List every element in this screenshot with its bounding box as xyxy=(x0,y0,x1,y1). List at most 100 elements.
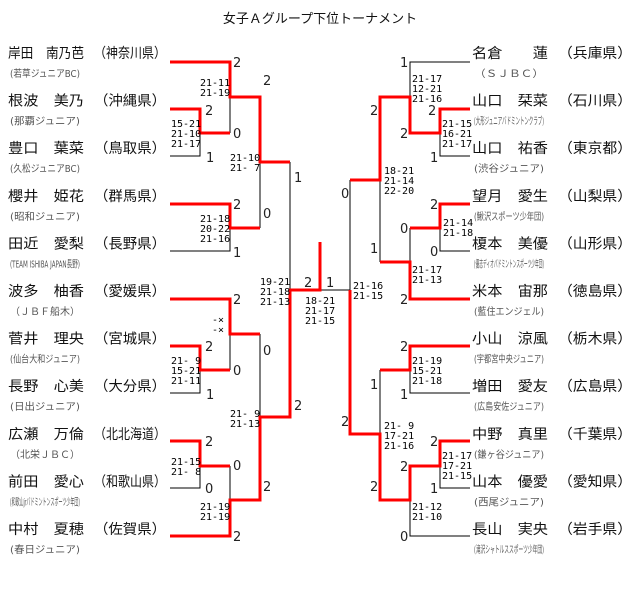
winner-line xyxy=(410,202,470,230)
game-count: 1 xyxy=(206,388,214,403)
player-club: （北栄ＪＢＣ） xyxy=(10,449,80,461)
set-score: 21-16 xyxy=(384,441,414,452)
player-prefecture: （東京都） xyxy=(558,141,632,157)
player-prefecture: （群馬県） xyxy=(94,189,166,205)
game-count: 2 xyxy=(205,435,213,450)
set-score: 21-15 xyxy=(442,471,472,482)
player-prefecture: （北北海道） xyxy=(94,427,166,443)
set-score: 21-19 xyxy=(412,356,442,367)
bracket-line xyxy=(409,370,470,394)
player-name: 豊口 葉菜 xyxy=(8,141,84,157)
set-score: 21-18 xyxy=(260,287,290,298)
bracket-line xyxy=(170,228,231,252)
game-count: 2 xyxy=(400,127,408,142)
set-score: 21- 7 xyxy=(230,163,260,174)
game-count: 0 xyxy=(400,222,408,237)
set-score: 12-21 xyxy=(412,84,442,95)
player-club: (大形ジュニアバドミントンクラブ) xyxy=(474,115,544,128)
game-count: 0 xyxy=(263,207,271,222)
player-prefecture: （鳥取県） xyxy=(94,141,166,157)
game-count: 1 xyxy=(430,151,438,166)
player-name: 中村 夏穂 xyxy=(8,522,84,538)
player-club: (若草ジュニアBC) xyxy=(10,67,80,80)
player-club: (鎌ヶ谷ジュニア) xyxy=(474,448,544,461)
game-count: 1 xyxy=(233,246,241,261)
player-club: (久松ジュニアBC) xyxy=(10,162,80,175)
game-count: 2 xyxy=(400,460,408,475)
game-count: 2 xyxy=(233,56,241,71)
game-count: 2 xyxy=(233,293,241,308)
player-name: 根波 美乃 xyxy=(8,94,84,110)
winner-line xyxy=(348,290,470,502)
player-name: 山口 祐香 xyxy=(472,141,548,157)
player-name: 広瀬 万倫 xyxy=(8,427,84,443)
game-count: 0 xyxy=(205,482,213,497)
player-club: (広島安佐ジュニア) xyxy=(474,400,544,413)
winner-line xyxy=(350,95,470,182)
player-name: 山口 栞菜 xyxy=(472,94,548,110)
player-club: (渋谷ジュニア) xyxy=(474,162,544,175)
player-club: （ＳＪＢＣ） xyxy=(474,68,544,80)
set-score: 21-15 xyxy=(353,291,383,302)
game-count: 0 xyxy=(341,187,349,202)
player-prefecture: （宮城県） xyxy=(94,332,166,348)
winner-line xyxy=(170,242,322,538)
winner-line xyxy=(380,344,470,372)
set-score: 21-10 xyxy=(412,512,442,523)
player-name: 前田 愛心 xyxy=(8,473,84,490)
player-club: (春日ジュニア) xyxy=(10,544,80,556)
player-club: (藍住エンジェル) xyxy=(474,305,544,318)
set-score: 21-17 xyxy=(412,74,442,85)
set-score: 15-21 xyxy=(412,366,442,377)
player-club: (日出ジュニア) xyxy=(10,400,80,413)
set-score: 21-10 xyxy=(230,153,260,164)
player-name: 小山 涼風 xyxy=(472,332,548,348)
set-score: 15-21 xyxy=(171,119,201,130)
game-count: 2 xyxy=(263,480,271,495)
player-prefecture: （栃木県） xyxy=(558,332,632,348)
winner-line xyxy=(170,107,230,135)
set-score: 21-16 xyxy=(353,281,383,292)
game-count: 2 xyxy=(400,340,408,355)
player-club: （ＪＢＦ船木） xyxy=(10,305,80,318)
player-name: 岸田 南乃芭 xyxy=(8,45,84,62)
player-name: 米本 宙那 xyxy=(472,284,548,300)
player-prefecture: （徳島県） xyxy=(558,284,632,300)
game-count: 1 xyxy=(400,56,408,71)
set-score: 21-14 xyxy=(384,176,414,187)
set-score: 21-16 xyxy=(412,94,442,105)
game-count: 0 xyxy=(233,127,241,142)
game-count: 2 xyxy=(370,480,378,495)
set-score: 16-21 xyxy=(442,129,472,140)
set-score: 21- 9 xyxy=(171,356,201,367)
player-club: (TEAM ISHIBA JAPAN長野) xyxy=(10,258,80,270)
game-count: 0 xyxy=(400,530,408,545)
player-club: (和歌山jrバドミントンスポーツ少年団) xyxy=(10,495,80,508)
game-count: 0 xyxy=(430,245,438,260)
player-prefecture: （石川県） xyxy=(558,94,632,110)
player-name: 長山 実央 xyxy=(472,522,548,538)
game-count: 2 xyxy=(430,435,438,450)
player-name: 中野 真里 xyxy=(472,427,548,443)
set-score: 21-13 xyxy=(230,419,260,430)
set-score: 21-11 xyxy=(171,376,201,387)
page-title: 女子Ａグループ下位トーナメント xyxy=(223,11,417,27)
player-name: 望月 愛生 xyxy=(472,189,548,205)
game-count: 2 xyxy=(294,399,302,414)
player-prefecture: （兵庫県） xyxy=(558,45,632,62)
set-score: 21-15 xyxy=(171,457,201,468)
set-score: -× xyxy=(212,325,224,336)
player-name: 波多 柚香 xyxy=(8,283,84,300)
set-score: 21- 8 xyxy=(171,467,201,478)
winner-line xyxy=(170,297,260,336)
set-score: 21-18 xyxy=(443,228,473,239)
set-score: 18-21 xyxy=(305,296,335,307)
game-count: 2 xyxy=(304,276,312,291)
player-name: 名倉 蓮 xyxy=(472,46,548,62)
game-count: 0 xyxy=(263,344,271,359)
bracket-line xyxy=(439,228,470,252)
set-score: 21-19 xyxy=(200,502,230,513)
set-score: 21-17 xyxy=(305,306,335,317)
set-score: 19-21 xyxy=(260,277,290,288)
